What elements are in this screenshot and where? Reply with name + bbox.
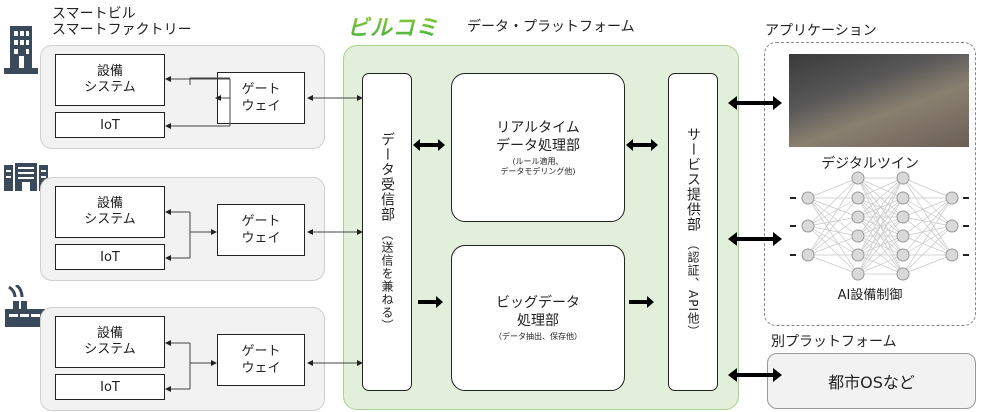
nn-edge [902,177,953,256]
nn-output-arrow [963,197,969,199]
nn-node [801,248,815,262]
nn-node [896,248,910,262]
nn-node [896,229,910,243]
nn-edge [902,225,953,256]
nn-node [896,267,910,281]
bilcomi-logo: ビルコミ [347,10,439,42]
nn-output-arrow [963,225,969,227]
nn-edge [902,197,953,237]
nn-edge [807,197,859,227]
other-platform-title: 別プラットフォーム [771,334,897,350]
platform-title: データ・プラットフォーム [467,19,635,35]
nn-edge [902,225,953,275]
nn-edge [807,225,859,275]
nn-edge [807,225,859,237]
realtime-processing-box: リアルタイム データ処理部 (ルール適用、 データモデリング他) [451,73,625,222]
nn-edge [902,197,953,218]
source-group-3: 設備 システム IoT ゲート ウェイ [40,307,325,411]
gateway-box: ゲート ウェイ [217,204,305,256]
ai-control-label: AI設備制御 [837,288,903,303]
iot-box: IoT [55,374,165,400]
nn-input-arrow [790,225,796,227]
nn-node [896,210,910,224]
nn-edge [857,216,904,275]
nn-node [851,210,865,224]
nn-edge [857,254,904,275]
office-building-icon [4,26,38,74]
nn-node [801,191,815,205]
sources-title: スマートビル スマートファクトリー [52,6,192,38]
nn-output-arrow [963,254,969,256]
iot-box: IoT [55,244,165,270]
nn-edge [902,216,953,227]
nn-node [851,171,865,185]
nn-edge [857,177,904,237]
service-provider-box: サービス提供部 （認証、API他） [668,73,718,391]
nn-node [945,248,959,262]
nn-edge [807,216,859,256]
equipment-system-box: 設備 システム [55,54,165,106]
nn-edge [857,177,904,218]
nn-node [851,248,865,262]
equipment-system-box: 設備 システム [55,186,165,238]
nn-edge [902,235,953,256]
nn-edge [807,225,859,256]
nn-input-arrow [790,254,796,256]
source-group-2: 設備 システム IoT ゲート ウェイ [40,177,325,281]
nn-edge [807,177,859,199]
nn-edge [902,197,953,275]
nn-edge [857,197,904,275]
nn-edge [807,197,859,256]
nn-edge [902,254,953,275]
nn-node [945,191,959,205]
iot-box: IoT [55,112,165,138]
nn-edge [902,177,953,199]
city-os-box: 都市OSなど [767,353,976,409]
nn-edge [857,177,904,256]
nn-node [896,171,910,185]
nn-edge [807,197,859,218]
nn-edge [807,177,859,227]
neural-network-icon [790,171,969,281]
nn-edge [857,177,904,199]
building-icon [4,163,48,191]
nn-node [851,229,865,243]
nn-node [896,191,910,205]
applications-panel [764,42,976,326]
nn-edge [857,235,904,275]
nn-edge [902,225,953,237]
nn-edge [857,177,904,275]
applications-title: アプリケーション [765,23,877,39]
nn-node [945,219,959,233]
nn-edge [902,197,953,227]
nn-edge [807,235,859,256]
nn-edge [807,177,859,256]
nn-input-arrow [790,197,796,199]
source-group-1: 設備 システム IoT ゲート ウェイ [40,45,325,149]
bigdata-processing-box: ビッグデータ 処理部 （データ抽出、保存他） [451,245,625,391]
equipment-system-box: 設備 システム [55,316,165,368]
factory-icon [5,285,45,327]
nn-edge [807,216,859,227]
digital-twin-image [789,54,969,147]
nn-edge [807,254,859,275]
gateway-box: ゲート ウェイ [217,334,305,386]
nn-node [801,219,815,233]
nn-node [851,267,865,281]
nn-edge [902,197,953,256]
digital-twin-label: デジタルツイン [821,156,919,172]
nn-edge [902,177,953,227]
nn-node [851,191,865,205]
